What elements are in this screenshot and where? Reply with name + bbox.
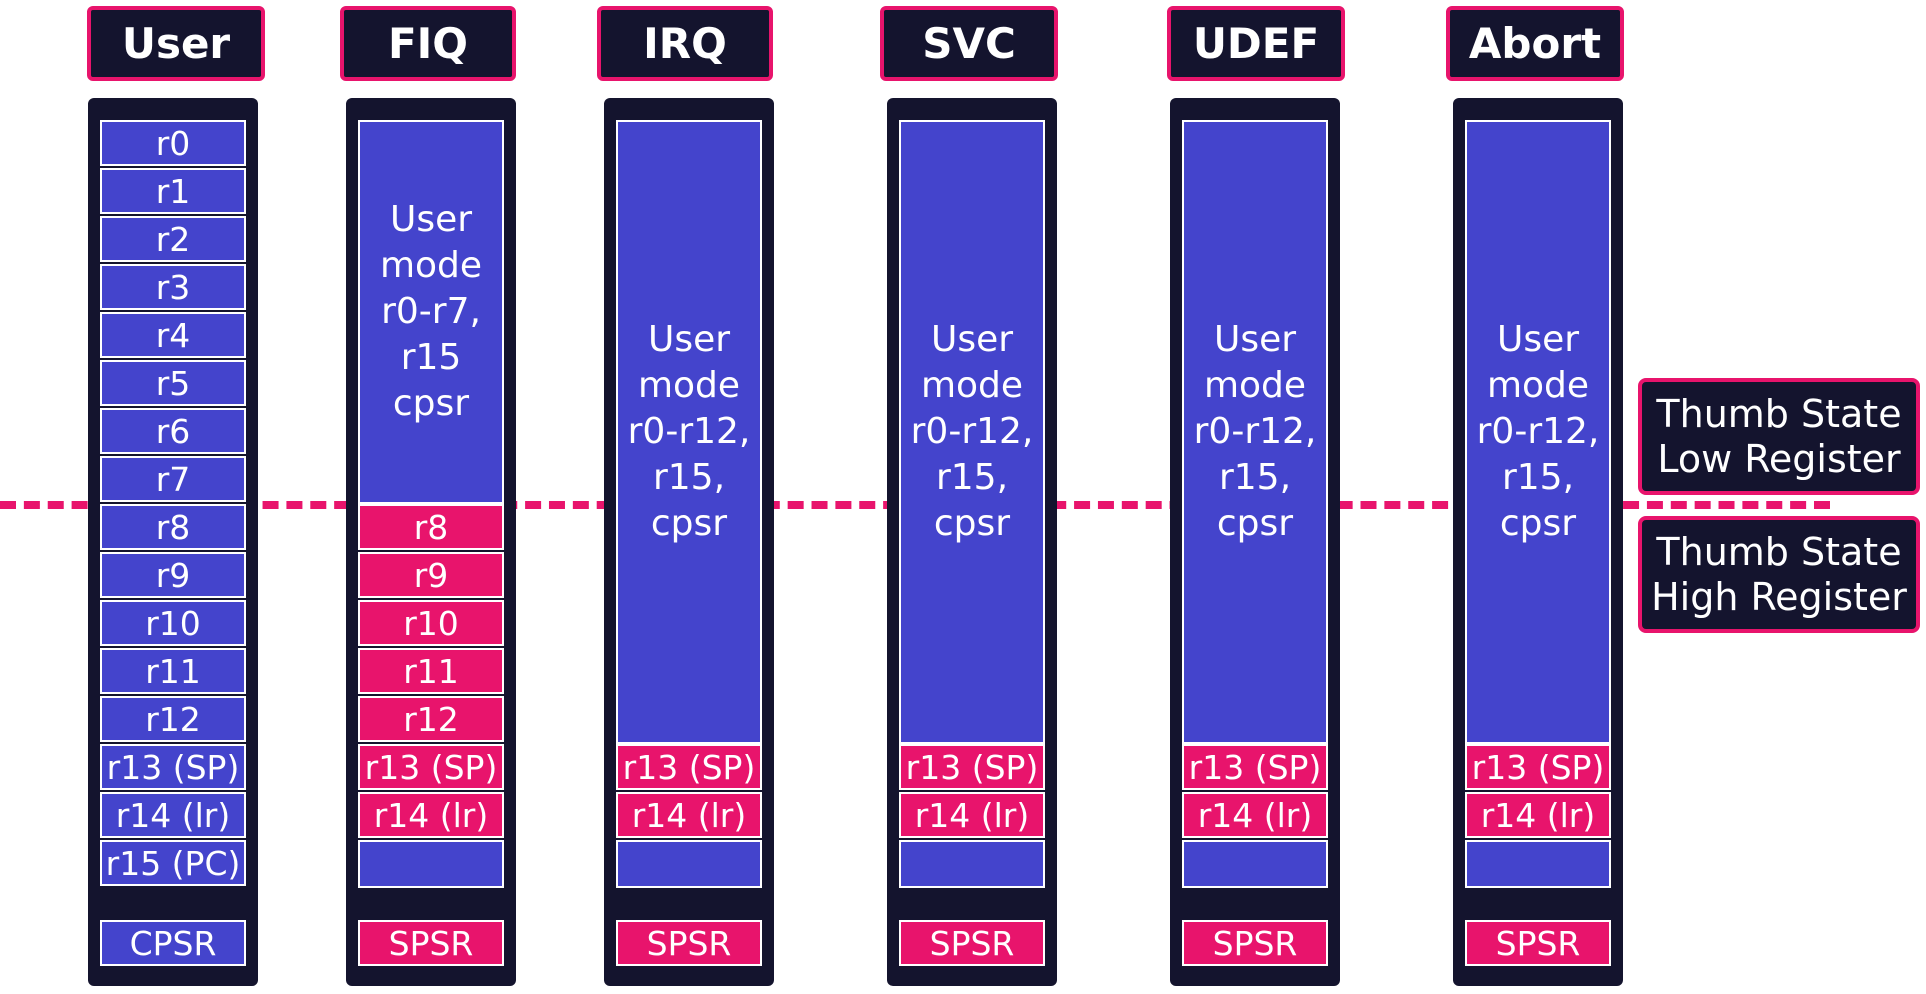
register-cell: r13 (SP)	[100, 744, 246, 790]
banked-register-cell: r14 (lr)	[358, 792, 504, 838]
thumb-high-line-2: High Register	[1651, 574, 1907, 619]
register-cell: r4	[100, 312, 246, 358]
register-cell: r10	[100, 600, 246, 646]
shared-register-block-tail	[899, 840, 1045, 888]
status-register-cpsr: CPSR	[100, 920, 246, 966]
banked-register-cell: r13 (SP)	[358, 744, 504, 790]
register-cell: r15 (PC)	[100, 840, 246, 886]
register-cell: r11	[100, 648, 246, 694]
register-cell: r14 (lr)	[100, 792, 246, 838]
banked-register-cell: r8	[358, 504, 504, 550]
mode-header-udef: UDEF	[1167, 6, 1345, 81]
mode-header-svc: SVC	[880, 6, 1058, 81]
banked-register-cell: r9	[358, 552, 504, 598]
shared-register-block-tail	[1182, 840, 1328, 888]
status-register-spsr: SPSR	[899, 920, 1045, 966]
shared-user-mode-block: User mode r0-r12, r15, cpsr	[1182, 120, 1328, 744]
banked-register-cell: r14 (lr)	[1465, 792, 1611, 838]
mode-header-fiq: FIQ	[340, 6, 516, 81]
banked-register-cell: r13 (SP)	[899, 744, 1045, 790]
mode-header-user: User	[87, 6, 265, 81]
banked-register-cell: r12	[358, 696, 504, 742]
mode-header-abort: Abort	[1446, 6, 1624, 81]
shared-register-block-tail	[616, 840, 762, 888]
thumb-low-line-2: Low Register	[1657, 436, 1901, 481]
banked-register-cell: r14 (lr)	[1182, 792, 1328, 838]
register-cell: r12	[100, 696, 246, 742]
shared-user-mode-block: User mode r0-r12, r15, cpsr	[616, 120, 762, 744]
register-cell: r8	[100, 504, 246, 550]
banked-register-cell: r13 (SP)	[616, 744, 762, 790]
status-register-spsr: SPSR	[1465, 920, 1611, 966]
banked-register-cell: r14 (lr)	[616, 792, 762, 838]
banked-register-cell: r13 (SP)	[1465, 744, 1611, 790]
register-cell: r0	[100, 120, 246, 166]
register-cell: r7	[100, 456, 246, 502]
thumb-high-line-1: Thumb State	[1656, 529, 1902, 574]
shared-user-mode-block: User mode r0-r12, r15, cpsr	[1465, 120, 1611, 744]
thumb-high-register-label: Thumb State High Register	[1638, 516, 1920, 633]
register-cell: r2	[100, 216, 246, 262]
banked-register-cell: r10	[358, 600, 504, 646]
register-cell: r3	[100, 264, 246, 310]
status-register-spsr: SPSR	[1182, 920, 1328, 966]
status-register-spsr: SPSR	[616, 920, 762, 966]
register-cell: r5	[100, 360, 246, 406]
shared-register-block-tail	[1465, 840, 1611, 888]
register-cell: r6	[100, 408, 246, 454]
register-cell: r9	[100, 552, 246, 598]
banked-register-cell: r14 (lr)	[899, 792, 1045, 838]
shared-user-mode-block: User mode r0-r12, r15, cpsr	[899, 120, 1045, 744]
shared-register-block-tail	[358, 840, 504, 888]
banked-register-cell: r11	[358, 648, 504, 694]
register-cell: r1	[100, 168, 246, 214]
shared-user-mode-block: User mode r0-r7, r15 cpsr	[358, 120, 504, 504]
thumb-low-line-1: Thumb State	[1656, 391, 1902, 436]
thumb-low-register-label: Thumb State Low Register	[1638, 378, 1920, 495]
banked-register-cell: r13 (SP)	[1182, 744, 1328, 790]
mode-header-irq: IRQ	[597, 6, 773, 81]
status-register-spsr: SPSR	[358, 920, 504, 966]
